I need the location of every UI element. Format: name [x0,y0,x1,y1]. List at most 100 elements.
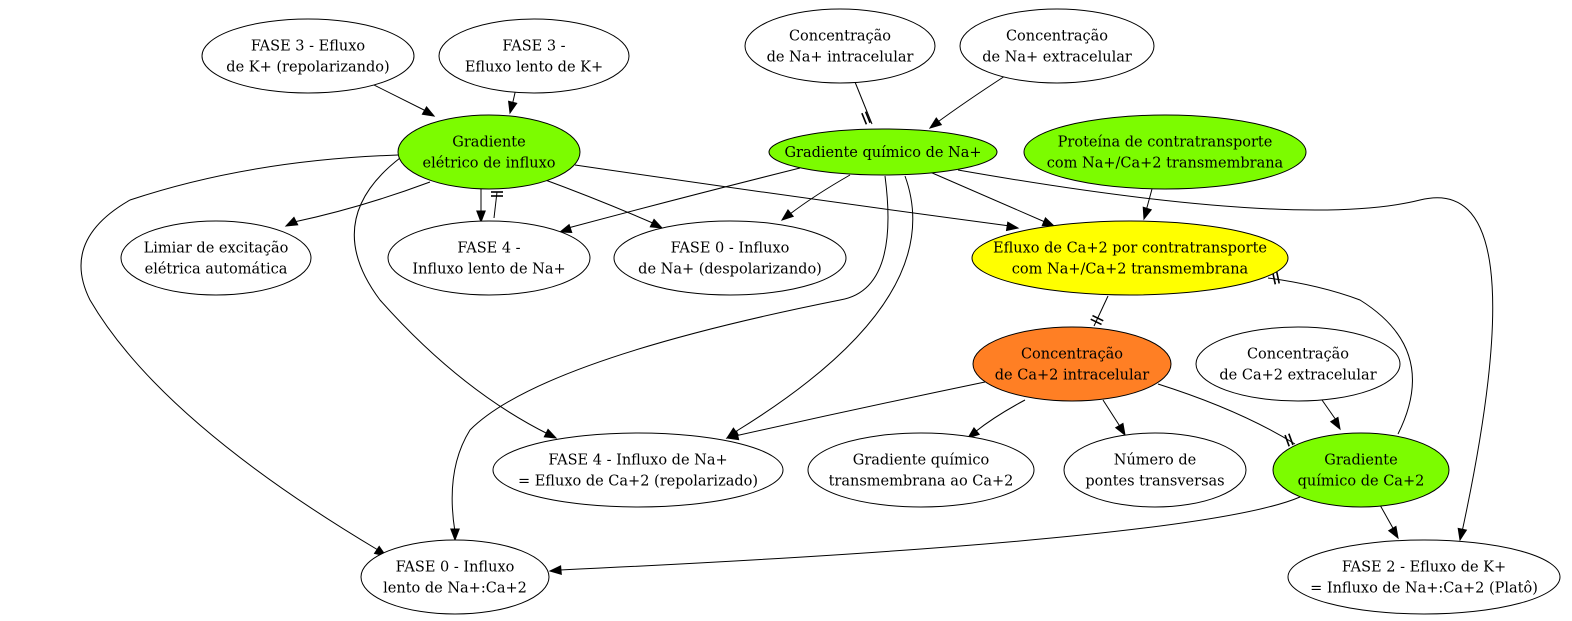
edge-gradeletrico-fase4na-line [353,157,549,435]
edge-gradquimico-fase0lento [450,175,889,542]
node-label: Influxo lento de Na+ [412,262,565,278]
edge-efluxoca-concaintra [1090,295,1109,327]
arrowhead-icon [1387,525,1399,540]
arrowhead-icon [558,223,573,234]
edge-gradeletrico-limiar [284,181,431,227]
edge-gradeletrico-fase0na-line [539,177,656,225]
edge-gradquimicoca-fase0lento-line [559,496,1301,571]
node-label: = Efluxo de Ca+2 (repolarizado) [518,474,758,490]
tee-bar-icon [1272,271,1280,285]
edge-gradeletrico-fase0na [539,177,664,229]
node-shape [1272,432,1450,508]
edge-gradquimicoca-fase0lento [548,496,1301,575]
edge-concaextra-gradquimicoca-line [1321,399,1337,421]
edge-gradquimico-fase4na [725,175,914,439]
node-label: de Na+ intracelular [767,50,914,66]
edge-concaintra-pontes [1102,399,1126,437]
node-label: Gradiente [1324,453,1397,469]
edge-gradquimico-fase0lento-line [451,175,889,533]
node-label: Gradiente [452,135,525,151]
node-label: de Ca+2 extracelular [1219,368,1376,384]
node-shape [971,220,1289,296]
node-label: Limiar de excitação [144,241,289,257]
node-label: FASE 0 - Influxo [396,560,515,576]
arrowhead-icon [476,210,486,224]
node-label: Efluxo de Ca+2 por contratransporte [993,241,1267,257]
edges [80,75,1494,575]
tee-bar-icon [861,111,871,125]
node-label: Gradiente químico [853,453,990,469]
node-fase2: FASE 2 - Efluxo de K+= Influxo de Na+:Ca… [1287,539,1561,615]
node-shape [492,432,784,508]
edge-gradquimico-fase4lento [558,167,801,234]
node-fase4-influxo-lento: FASE 4 -Influxo lento de Na+ [387,220,591,296]
edge-concaintra-gradquimicoca [1157,383,1296,447]
edge-gradquimico-fase0na-line [789,174,851,215]
edge-gradeletrico-fase0lento-line [80,154,399,551]
edge-concnaintra-gradquimico [854,81,873,125]
node-fase4-influxo-na: FASE 4 - Influxo de Na+ = Efluxo de Ca+2 … [492,432,784,508]
node-shape [972,326,1172,402]
node-shape [744,8,936,84]
edge-gradquimico-fase0na [780,174,851,221]
node-shape [613,220,847,296]
node-shape [959,8,1155,84]
node-label: Proteína de contratransporte [1058,135,1273,151]
arrowhead-icon [1142,206,1153,221]
arrowhead-icon [1041,217,1056,227]
node-shape [1023,114,1307,190]
arrowhead-icon [1114,422,1126,437]
node-shape [807,432,1035,508]
node-label: = Influxo de Na+:Ca+2 (Platô) [1310,581,1538,597]
node-shape [360,539,550,615]
node-label: Concentração [1247,347,1349,363]
arrowhead-icon [725,430,740,441]
node-conc-na-intra: Concentração de Na+ intracelular [744,8,936,84]
edge-gradquimico-efluxoca-line [929,171,1046,223]
node-shape [1287,539,1561,615]
edge-gradquimico-fase4na-line [734,175,914,433]
node-shape [397,114,581,190]
arrowhead-icon [1005,221,1020,232]
arrowhead-icon [1457,527,1468,542]
node-label: de Ca+2 intracelular [995,368,1150,384]
node-label: com Na+/Ca+2 transmembrana [1047,156,1284,172]
edge-efluxoca-concaintra-line [1093,295,1109,327]
edge-concaintra-pontes-line [1102,399,1122,429]
edge-proteina-efluxoca-line [1145,188,1153,212]
node-label: FASE 4 - Influxo de Na+ [548,453,727,469]
node-label: FASE 0 - Influxo [671,241,790,257]
node-shape [201,18,415,94]
node-shape [1063,432,1247,508]
node-shape [1195,326,1401,402]
node-grad-quimico-na: Gradiente químico de Na+ [768,128,998,176]
edge-gradeletrico-fase4lento [476,188,486,224]
node-label: FASE 3 - [502,39,565,55]
node-label: FASE 3 - Efluxo [251,39,365,55]
edge-gradeletrico-fase0lento [80,154,399,557]
edge-concaintra-fase4na-line [734,381,986,437]
tee-bar-icon [491,191,503,197]
node-label: Efluxo lento de K+ [465,60,603,76]
edge-gradeletrico-efluxoca-line [574,164,1011,227]
edge-fase3lento-gradeletrico [508,83,518,115]
node-label: de Na+ extracelular [982,50,1132,66]
edge-gradquimicoca-efluxoca [1267,271,1413,435]
arrowhead-icon [421,106,436,117]
edge-concnaextra-gradquimico-line [934,75,1006,125]
node-label: Concentração [789,29,891,45]
arrowhead-icon [780,208,795,221]
arrowhead-icon [966,426,981,439]
